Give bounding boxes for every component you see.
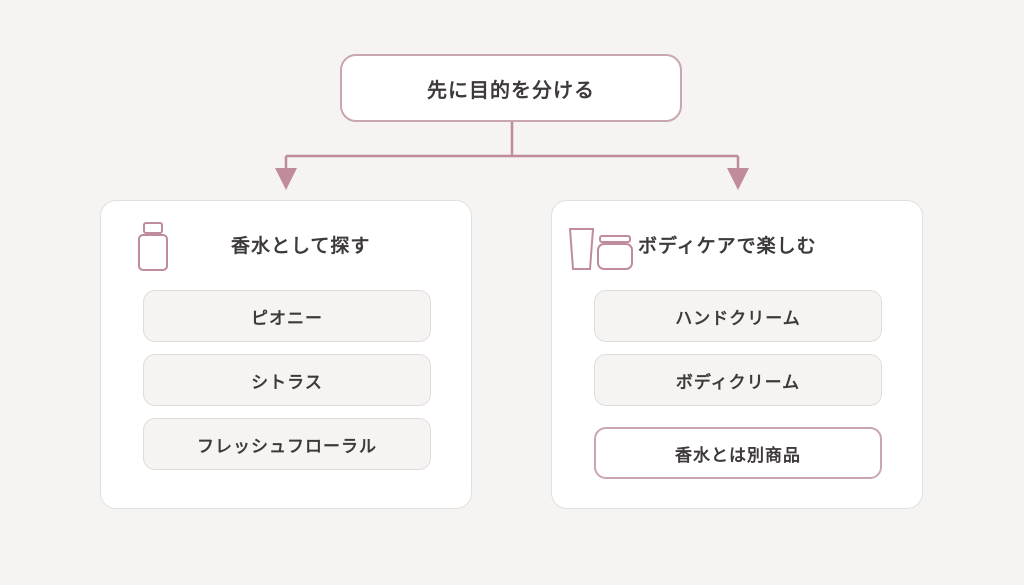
perfume-bottle-icon (137, 221, 171, 277)
option-label: フレッシュフローラル (197, 436, 377, 457)
root-label: 先に目的を分ける (427, 77, 595, 102)
option-peony[interactable]: ピオニー (143, 290, 431, 342)
option-label: ハンドクリーム (675, 308, 801, 329)
option-separate-product[interactable]: 香水とは別商品 (594, 427, 882, 479)
option-fresh-floral[interactable]: フレッシュフローラル (143, 418, 431, 470)
arrow-right-icon (727, 168, 749, 190)
option-label: 香水とは別商品 (675, 445, 801, 466)
tube-and-jar-icon (568, 226, 634, 276)
bodycare-card: ボディケアで楽しむ ハンドクリーム ボディクリーム 香水とは別商品 (551, 200, 923, 509)
option-hand-cream[interactable]: ハンドクリーム (594, 290, 882, 342)
bodycare-card-title: ボディケアで楽しむ (638, 235, 817, 257)
option-label: シトラス (251, 372, 323, 393)
option-body-cream[interactable]: ボディクリーム (594, 354, 882, 406)
arrow-left-icon (275, 168, 297, 190)
perfume-card-title: 香水として探す (231, 235, 371, 257)
option-citrus[interactable]: シトラス (143, 354, 431, 406)
option-label: ピオニー (251, 308, 323, 329)
root-node: 先に目的を分ける (340, 54, 682, 122)
option-label: ボディクリーム (675, 372, 801, 393)
perfume-card: 香水として探す ピオニー シトラス フレッシュフローラル (100, 200, 472, 509)
